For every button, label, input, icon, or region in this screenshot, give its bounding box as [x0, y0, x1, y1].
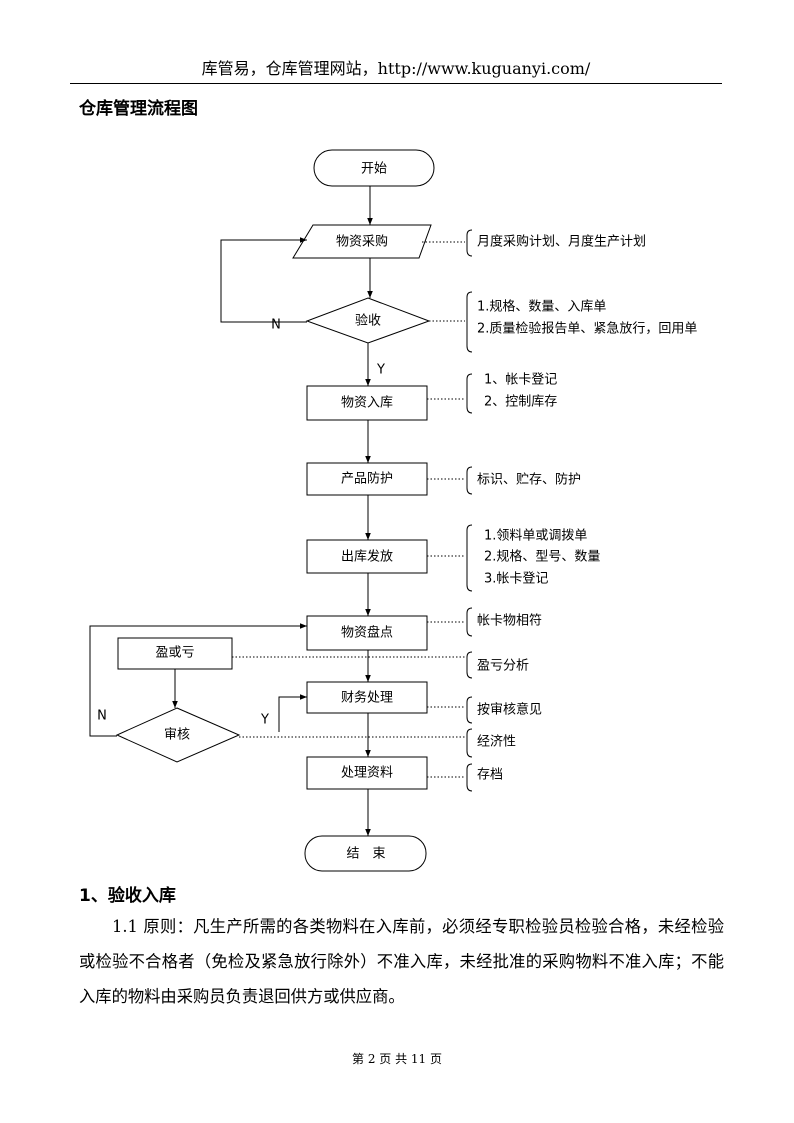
data-note: 存档: [477, 768, 503, 783]
audit-label: 审核: [164, 728, 190, 743]
protect-label: 产品防护: [341, 471, 393, 487]
audit-note-bracket: [466, 728, 473, 758]
audit-n-label: N: [97, 709, 107, 724]
audit-y-label: Y: [260, 713, 269, 728]
issue-note-line-2: 2.规格、型号、数量: [484, 549, 600, 565]
data-label: 处理资料: [341, 766, 393, 781]
inspect-decision: [305, 297, 431, 344]
inspect-note-line-1: 1.规格、数量、入库单: [477, 299, 606, 315]
loop-reject-arrow: [220, 237, 307, 323]
page-header: 库管易，仓库管理网站，http://www.kuguanyi.com/: [201, 59, 591, 78]
protect-note-bracket: [466, 466, 473, 495]
audit-reject-arrow: [89, 623, 307, 737]
stockin-box: [306, 385, 428, 421]
end-label: 结 束: [346, 847, 385, 862]
section-heading: 1、验收入库: [79, 886, 176, 906]
audit-note: 经济性: [477, 735, 516, 750]
inspect-label: 验收: [355, 313, 381, 329]
surplus-note: 盈亏分析: [477, 659, 529, 674]
surplus-note-bracket: [466, 651, 473, 679]
issue-label: 出库发放: [341, 549, 393, 565]
reject-n-label: N: [271, 318, 281, 333]
issue-note-bracket: [466, 524, 473, 592]
protect-note: 标识、贮存、防护: [477, 472, 581, 488]
count-note-bracket: [466, 607, 473, 637]
issue-note-line-3: 3.帐卡登记: [484, 572, 548, 587]
start-terminal: [313, 149, 435, 187]
purchase-io-shape: [292, 224, 432, 259]
issue-note-line-1: 1.领料单或调拨单: [484, 529, 587, 544]
purchase-label: 物资采购: [336, 234, 388, 250]
page-footer: 第 2 页 共 11 页: [352, 1052, 442, 1066]
data-box: [306, 756, 428, 790]
purchase-note: 月度采购计划、月度生产计划: [477, 234, 646, 250]
start-label: 开始: [361, 162, 387, 177]
stockin-label: 物资入库: [341, 395, 393, 411]
header-rule: [70, 83, 722, 84]
stockin-note-line-2: 2、控制库存: [484, 394, 557, 410]
inspect-note-line-2: 2.质量检验报告单、紧急放行，回用单: [477, 321, 697, 337]
audit-approve-arrow: [278, 694, 307, 732]
accept-y-label: Y: [376, 363, 385, 378]
count-box: [306, 615, 428, 651]
surplus-label: 盈或亏: [155, 646, 194, 661]
data-note-bracket: [466, 763, 473, 792]
finance-note-bracket: [466, 696, 473, 724]
stockin-note-line-1: 1、帐卡登记: [484, 373, 557, 388]
surplus-box: [117, 637, 233, 670]
stockin-note-bracket: [466, 373, 473, 414]
finance-box: [306, 681, 428, 714]
section-paragraph: 1.1 原则：凡生产所需的各类物料在入库前，必须经专职检验员检验合格，未经检验或…: [79, 917, 724, 1006]
count-label: 物资盘点: [341, 625, 393, 641]
purchase-note-bracket: [466, 229, 473, 257]
finance-note: 按审核意见: [477, 702, 542, 718]
count-note: 帐卡物相符: [477, 613, 542, 629]
finance-label: 财务处理: [341, 690, 393, 706]
inspect-note-bracket: [466, 291, 473, 353]
page-title: 仓库管理流程图: [79, 99, 198, 119]
end-terminal: [304, 835, 427, 872]
audit-decision: [115, 707, 241, 763]
